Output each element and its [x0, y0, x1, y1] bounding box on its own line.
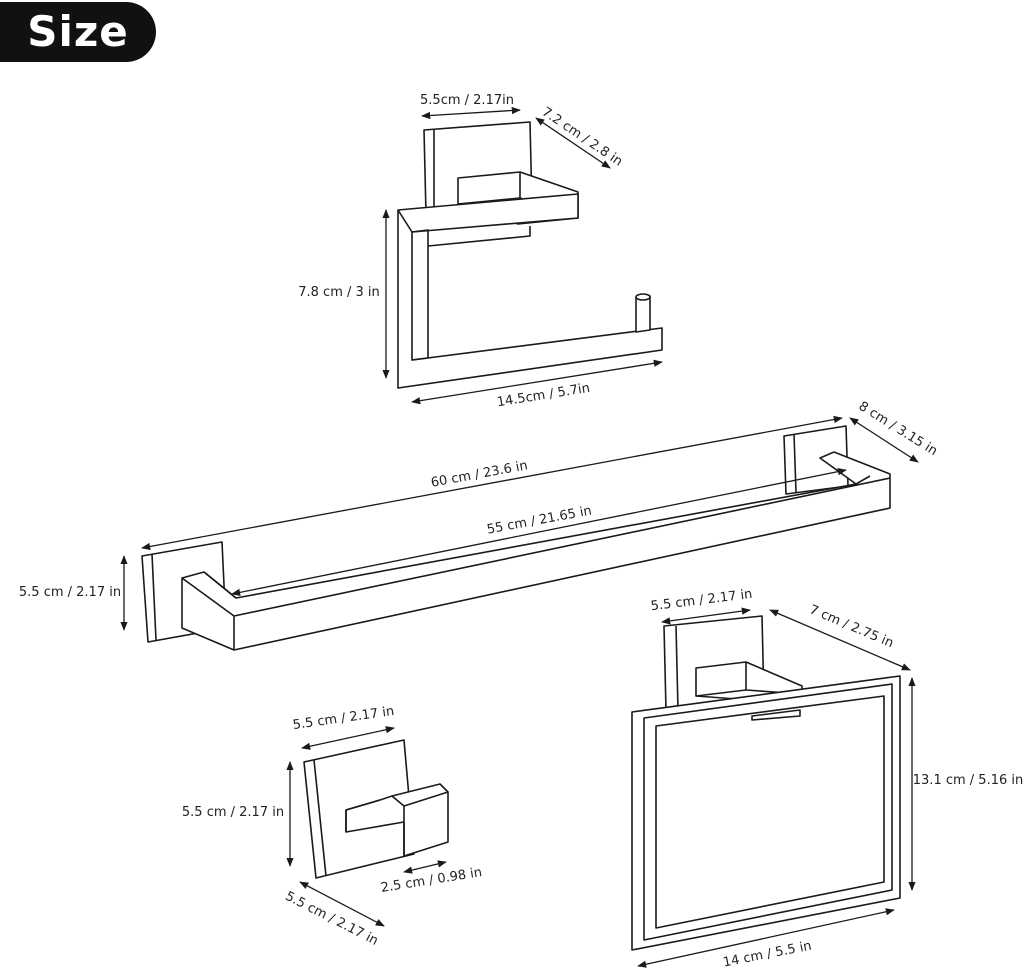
paper-holder-depth-label: 7.2 cm / 2.8 in [539, 105, 625, 170]
towel-ring-height-label: 13.1 cm / 5.16 in [913, 773, 1023, 788]
towel-ring-depth-dimension [769, 609, 911, 671]
towel-ring-width-label: 5.5 cm / 2.17 in [650, 587, 753, 614]
paper-holder-width-dimension [421, 106, 521, 120]
robe-hook: 5.5 cm / 2.17 in 5.5 cm / 2.17 in 5.5 cm… [182, 704, 483, 949]
paper-holder-height-label: 7.8 cm / 3 in [298, 285, 380, 300]
towel-bar-rail [181, 451, 891, 651]
towel-bar-depth-label: 8 cm / 3.15 in [856, 399, 940, 459]
robe-hook-depth-dimension [299, 881, 385, 927]
paper-holder-length-dimension [411, 359, 663, 405]
paper-holder-width-label: 5.5cm / 2.17in [420, 93, 514, 108]
page-title: Size [27, 7, 129, 56]
towel-bar-height-label: 5.5 cm / 2.17 in [19, 585, 121, 600]
towel-ring-length-label: 14 cm / 5.5 in [722, 939, 813, 971]
robe-hook-hook-dimension [403, 860, 447, 874]
towel-bar-inner-dimension [231, 468, 847, 596]
robe-hook-arm [345, 783, 449, 857]
robe-hook-width-label: 5.5 cm / 2.17 in [292, 704, 395, 733]
robe-hook-hook-label: 2.5 cm / 0.98 in [380, 865, 483, 896]
toilet-paper-holder: 5.5cm / 2.17in 7.2 cm / 2.8 in 7.8 cm / … [298, 93, 663, 411]
towel-ring-depth-label: 7 cm / 2.75 in [807, 602, 896, 651]
robe-hook-width-dimension [301, 726, 395, 750]
towel-bar: 60 cm / 23.6 in 55 cm / 21.65 in 8 cm / … [19, 399, 940, 651]
towel-ring-width-dimension [661, 607, 751, 625]
towel-bar-depth-dimension [849, 417, 919, 463]
paper-holder-length-label: 14.5cm / 5.7in [496, 381, 591, 411]
paper-holder-depth-dimension [535, 117, 611, 169]
paper-holder-spindle [635, 295, 651, 333]
towel-ring-length-dimension [637, 908, 895, 968]
title-badge [0, 2, 156, 62]
towel-ring: 5.5 cm / 2.17 in 7 cm / 2.75 in 13.1 cm … [631, 587, 1023, 971]
robe-hook-height-label: 5.5 cm / 2.17 in [182, 805, 284, 820]
